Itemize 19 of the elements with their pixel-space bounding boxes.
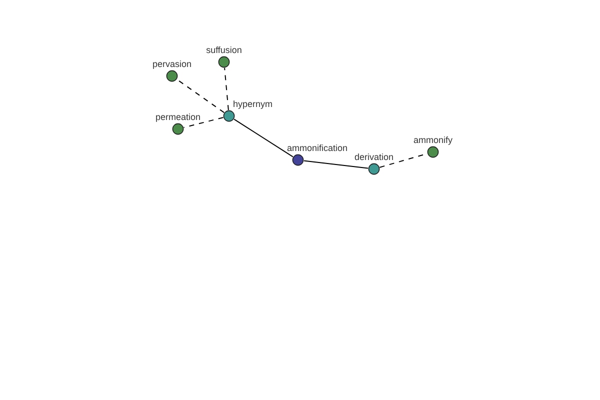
node-label: pervasion bbox=[152, 59, 192, 69]
link bbox=[303, 160, 369, 169]
graph-node bbox=[427, 146, 439, 158]
dashed-link bbox=[176, 78, 225, 114]
node-label: derivation bbox=[354, 152, 394, 162]
graph-node bbox=[292, 154, 304, 166]
graph-node bbox=[218, 56, 230, 68]
node-label: permeation bbox=[155, 112, 201, 122]
node-label: ammonification bbox=[287, 143, 348, 153]
graph-node bbox=[166, 70, 178, 82]
graph-node bbox=[172, 123, 184, 135]
graph-node bbox=[368, 163, 380, 175]
dashed-link bbox=[183, 116, 224, 128]
node-label: hypernym bbox=[233, 99, 273, 109]
dashed-link bbox=[224, 67, 229, 111]
graph-node bbox=[223, 110, 235, 122]
node-label: ammonify bbox=[413, 135, 452, 145]
node-label: suffusion bbox=[206, 45, 242, 55]
link bbox=[234, 118, 294, 158]
